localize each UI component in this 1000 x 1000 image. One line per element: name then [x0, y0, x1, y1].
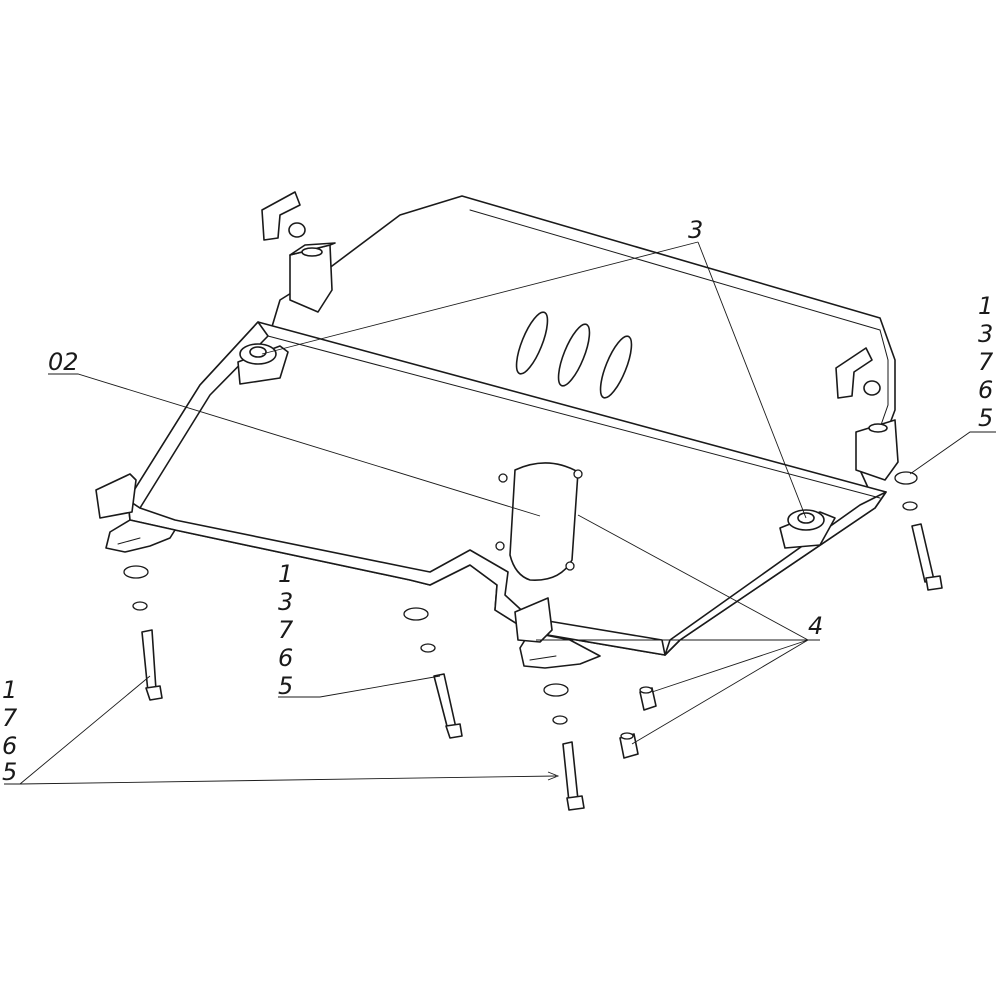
fastener-set-front-center	[403, 607, 463, 739]
bracket-rear-left	[289, 242, 336, 313]
leader-left-stack-a	[4, 675, 151, 785]
bracket-front-center	[514, 597, 553, 643]
mounting-bushing-left	[237, 343, 289, 385]
access-hatch	[495, 462, 583, 581]
callout-4: 4	[808, 612, 823, 640]
callout-left-stack-1: 1	[2, 676, 17, 704]
leader-front-stack	[278, 675, 441, 698]
callout-front-stack-3: 7	[278, 616, 294, 644]
skid-plate-rear-edge-line	[469, 209, 881, 331]
callout-right-stack-3: 7	[978, 348, 994, 376]
leader-left-stack-b	[19, 775, 557, 785]
hatch-bolt-4	[565, 561, 575, 571]
leader-4-d	[631, 639, 809, 745]
callout-front-stack-4: 6	[278, 644, 293, 672]
front-right-tab-slot	[529, 655, 557, 661]
callout-front-stack-5: 5	[278, 672, 293, 700]
bracket-right	[855, 419, 899, 481]
fastener-set-right	[894, 471, 943, 591]
skid-plate-fold-line	[267, 335, 881, 499]
leader-lines	[4, 241, 996, 785]
callout-left-stack-2: 7	[2, 704, 18, 732]
front-left-tab	[105, 519, 176, 553]
hatch-bolt-2	[573, 469, 583, 479]
callout-front-stack-1: 1	[278, 560, 293, 588]
bracket-loose-top-left	[261, 191, 306, 241]
leader-02	[48, 373, 541, 517]
skid-plate-front-flange	[127, 499, 666, 656]
leader-right-stack	[909, 431, 996, 475]
leader-3-left	[261, 241, 699, 355]
callout-right-stack-1: 1	[978, 292, 993, 320]
small-bolts-item-4	[619, 686, 657, 759]
leader-4-b	[577, 514, 809, 641]
callout-right-stack-2: 3	[978, 320, 993, 348]
hatch-bolt-1	[498, 473, 508, 483]
leader-left-arrowhead	[547, 771, 560, 781]
leader-3-right	[697, 241, 807, 519]
vent-slot-3	[599, 335, 633, 399]
callout-3-top: 3	[688, 216, 703, 244]
leader-4-c	[651, 639, 809, 693]
skid-plate-right-flange	[664, 491, 887, 656]
callout-left-stack-4: 5	[2, 758, 17, 786]
bracket-loose-right	[835, 347, 881, 399]
front-left-tab-slot	[117, 537, 141, 545]
vent-slot-2	[557, 323, 591, 387]
callout-02: 02	[48, 348, 79, 376]
fastener-set-front-left	[123, 565, 163, 701]
ventilation-slots	[515, 311, 633, 399]
callout-right-stack-5: 5	[978, 404, 993, 432]
vent-slot-1	[515, 311, 549, 375]
fastener-set-front-right	[543, 683, 585, 811]
access-hatch-cover	[509, 462, 579, 581]
callout-labels: 3 02 1 3 7 6 5 1 3 7 6 5 1 7 6 5 4	[2, 216, 994, 786]
callout-left-stack-3: 6	[2, 732, 17, 760]
callout-right-stack-4: 6	[978, 376, 993, 404]
skid-plate	[105, 195, 896, 669]
mounting-bushing-right	[779, 509, 836, 549]
bracket-front-left	[95, 473, 137, 519]
hatch-bolt-3	[495, 541, 505, 551]
callout-front-stack-2: 3	[278, 588, 293, 616]
